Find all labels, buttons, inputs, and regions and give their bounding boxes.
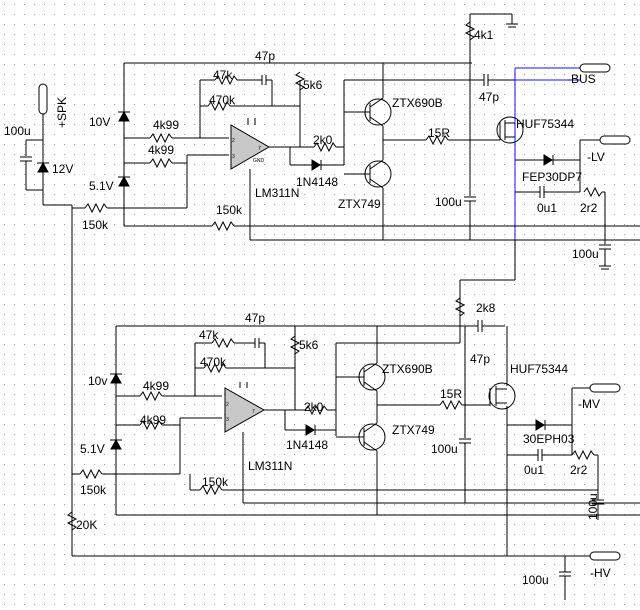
lower-rectifier-label: 30EPH03 [523,432,575,446]
upper-r-gate-label: 15R [428,126,450,140]
svg-text:7: 7 [252,409,255,415]
lower-q-bot-label: ZTX749 [392,423,435,437]
lower-r-fb1-label: 47k [199,328,219,342]
lower-c-out-label: 47p [470,352,490,366]
upper-r-in2-label: 4k99 [148,143,174,157]
lower-zener-10v: 10v [88,372,122,388]
supply-cap-label: 100u [4,124,31,138]
upper-zener-51v-label: 5.1V [89,179,114,193]
r-bottom: 20K [66,511,97,532]
upper-diode-label: 1N4148 [296,175,338,189]
svg-text:2: 2 [232,138,235,144]
r-feed-upper: 150k [72,202,124,232]
svg-text:GND: GND [253,158,265,164]
lower-mosfet: HUF75344 [488,362,568,410]
svg-text:2: 2 [226,402,229,408]
upper-q-top: ZTX690B [344,63,443,127]
lower-r-fb2-label: 470k [200,355,227,369]
lower-r-bias-label: 150k [202,475,229,489]
upper-comparator-label: LM311N [255,186,299,200]
upper-c-out2-label: 100u [572,247,599,261]
lower-mosfet-label: HUF75344 [510,362,568,376]
lower-r-snub-label: 2r2 [570,463,588,477]
r-feed-upper-label: 150k [82,218,109,232]
svg-text:3: 3 [232,154,235,160]
spk-port: +SPK [38,83,69,128]
svg-text:7: 7 [258,146,261,152]
lower-r-gate-label: 15R [440,387,462,401]
upper-c-bulk-label: 100u [435,195,462,209]
lower-q-top-label: ZTX690B [382,362,433,376]
lower-r-pullup-label: 5k6 [299,338,319,352]
r-top-label: 4k1 [474,28,494,42]
upper-r-fb1-label: 47k [213,68,233,82]
lower-c-bulk-label: 100u [431,442,458,456]
upper-c-fb-label: 47p [255,49,275,63]
mv-label: -MV [578,397,600,411]
r-feed-lower: 150k [72,468,116,497]
lower-diode-label: 1N4148 [286,438,328,452]
hv-port: -HV [589,551,621,580]
lower-c-fb-label: 47p [245,311,265,325]
lower-comparator: 2 3 7 LM311N [224,387,292,473]
hv-cap-label: 100u [522,573,549,587]
upper-c-out-label: 47p [479,90,499,104]
link-r-label: 2k8 [476,301,496,315]
spk-label: +SPK [55,97,69,128]
r-bottom-label: 20K [76,518,97,532]
lower-zener-51v-label: 5.1V [80,442,105,456]
supply-cap: 100u [4,124,32,190]
lower-zener-51v: 5.1V [80,438,122,456]
upper-r-fb2-label: 470k [209,93,236,107]
bus-port: -BUS [567,63,611,86]
svg-text:3: 3 [226,417,229,423]
upper-mosfet: HUF75344 [496,116,574,144]
lower-c-snub-label: 0u1 [524,463,544,477]
upper-zener-10v-label: 10V [89,115,110,129]
upper-r-base-label: 2k0 [313,133,333,147]
lv-port: -LV [587,135,631,164]
lower-r-in2-label: 4k99 [140,413,166,427]
upper-rectifier-label: FEP30DP7 [522,170,582,184]
mv-port: -MV [578,383,621,411]
upper-mosfet-label: HUF75344 [516,117,574,131]
upper-zener-10v: 10V [89,110,130,129]
upper-q-top-label: ZTX690B [392,96,443,110]
lower-comparator-label: LM311N [248,459,292,473]
lv-label: -LV [587,150,605,164]
lower-q-top: ZTX690B [336,326,433,392]
upper-comparator: 2 3 7 GND LM311N [230,124,299,200]
lower-r-base-label: 2k0 [304,400,324,414]
upper-zener-51v: 5.1V [89,175,130,193]
upper-r-pullup-label: 5k6 [303,78,323,92]
lower-q-bot: ZTX749 [336,422,435,515]
upper-r-snub-label: 2r2 [580,201,598,215]
upper-r-in1-label: 4k99 [153,118,179,132]
bus-label: -BUS [567,72,596,86]
upper-r-bias-label: 150k [216,203,243,217]
zener-12v: 12V [37,161,73,176]
r-feed-lower-label: 150k [80,483,107,497]
lower-r-in1-label: 4k99 [143,379,169,393]
upper-q-bot: ZTX749 [338,159,392,240]
zener-12v-label: 12V [52,162,73,176]
lower-c-out2-label: 100u [586,493,600,520]
lower-zener-10v-label: 10v [88,374,107,388]
upper-q-bot-label: ZTX749 [338,197,381,211]
upper-c-snub-label: 0u1 [537,201,557,215]
hv-label: -HV [590,566,611,580]
